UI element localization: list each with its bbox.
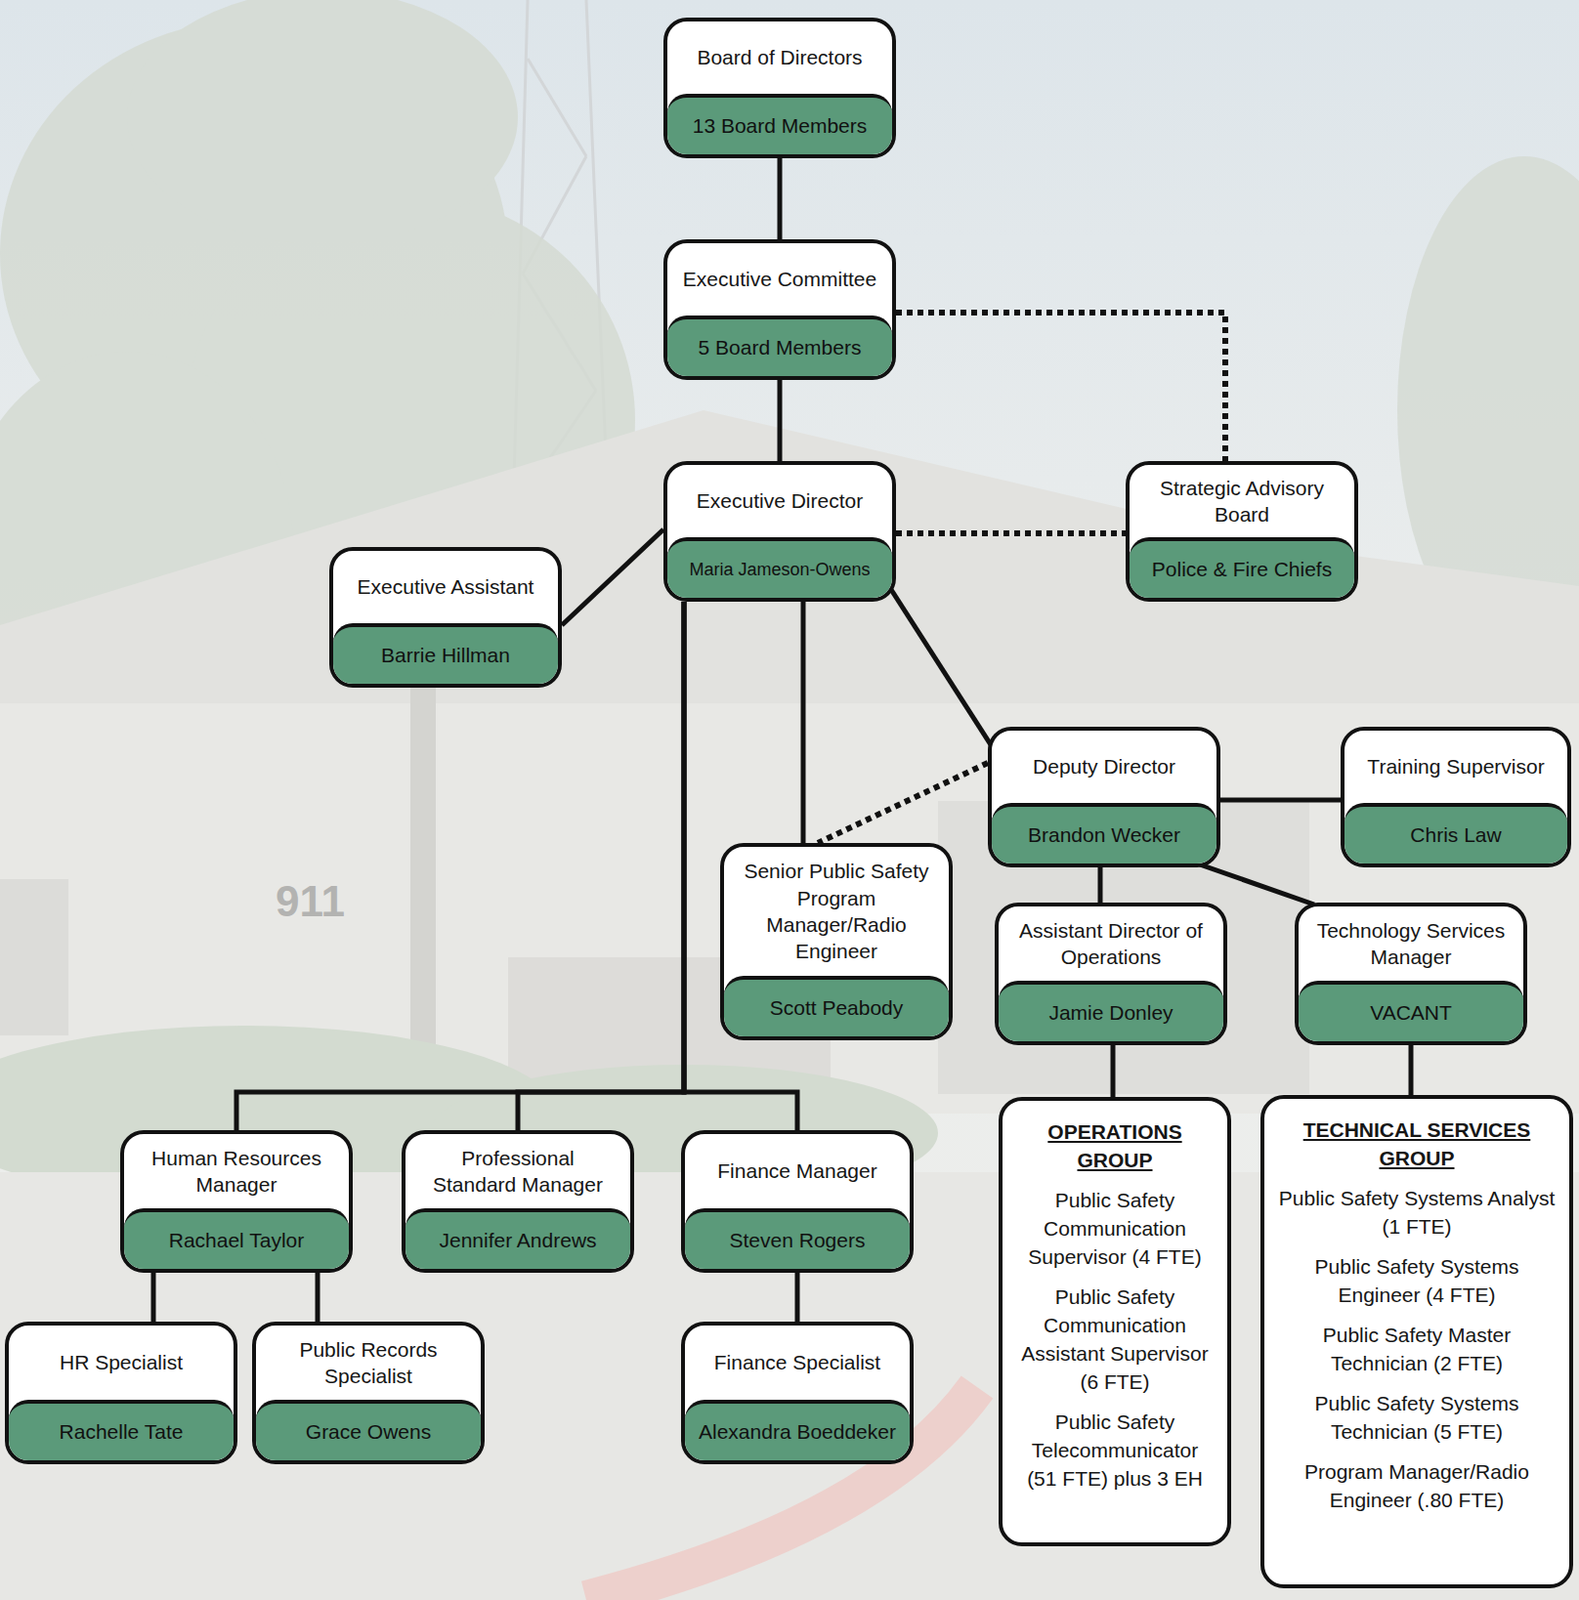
role-title: Executive Director xyxy=(667,465,893,538)
position-box: Executive Committee5 Board Members xyxy=(663,239,897,381)
person-name: Jamie Donley xyxy=(998,981,1224,1042)
reporting-line xyxy=(1110,1045,1116,1098)
reporting-line xyxy=(315,1273,321,1323)
position-box: Strategic Advisory BoardPolice & Fire Ch… xyxy=(1125,461,1359,602)
role-title: Technology Services Manager xyxy=(1298,906,1524,982)
group-box: TECHNICAL SERVICES GROUP Public Safety Sy… xyxy=(1260,1095,1574,1589)
role-title: Professional Standard Manager xyxy=(405,1134,631,1209)
person-name: Maria Jameson-Owens xyxy=(667,537,893,598)
person-name: 5 Board Members xyxy=(667,315,893,377)
reporting-line xyxy=(795,1273,801,1323)
group-item: Public Safety Communication Supervisor (… xyxy=(1016,1187,1214,1273)
reporting-line xyxy=(1408,1045,1414,1096)
person-name: Grace Owens xyxy=(256,1400,481,1461)
group-box: OPERATIONS GROUP Public Safety Communicat… xyxy=(998,1097,1232,1547)
position-box: Professional Standard ManagerJennifer An… xyxy=(401,1130,635,1274)
dotted-connector xyxy=(896,312,1226,462)
dotted-connector xyxy=(896,530,1126,537)
role-title: HR Specialist xyxy=(8,1325,234,1401)
window xyxy=(0,879,69,1036)
person-name: Rachael Taylor xyxy=(124,1208,349,1270)
person-name: Rachelle Tate xyxy=(8,1400,234,1461)
group-item: Public Safety Systems Engineer (4 FTE) xyxy=(1278,1253,1556,1311)
person-name: Scott Peabody xyxy=(724,976,949,1037)
position-box: Public Records SpecialistGrace Owens xyxy=(252,1322,485,1465)
role-title: Executive Assistant xyxy=(333,551,558,624)
position-box: Finance ManagerSteven Rogers xyxy=(681,1130,914,1274)
group-item: Public Safety Telecommunicator (51 FTE) … xyxy=(1016,1408,1214,1494)
person-name: Steven Rogers xyxy=(684,1208,910,1270)
role-title: Finance Manager xyxy=(684,1134,910,1209)
role-title: Deputy Director xyxy=(991,730,1217,804)
building-number: 911 xyxy=(275,877,345,927)
position-box: HR SpecialistRachelle Tate xyxy=(4,1322,238,1465)
tree-trunk xyxy=(410,683,436,1095)
position-box: Training SupervisorChris Law xyxy=(1340,726,1572,868)
group-heading: OPERATIONS GROUP xyxy=(1016,1118,1214,1176)
group-item: Public Safety Systems Technician (5 FTE) xyxy=(1278,1390,1556,1448)
reporting-line xyxy=(801,601,807,844)
roof xyxy=(0,410,1579,743)
person-name: Jennifer Andrews xyxy=(405,1208,631,1270)
reporting-line xyxy=(236,601,684,1131)
position-box: Deputy DirectorBrandon Wecker xyxy=(987,726,1221,868)
dotted-connector xyxy=(817,763,988,844)
curb xyxy=(586,1387,978,1600)
position-box: Technology Services ManagerVACANT xyxy=(1294,902,1528,1046)
role-title: Public Records Specialist xyxy=(256,1325,481,1401)
position-box: Finance SpecialistAlexandra Boeddeker xyxy=(681,1322,914,1465)
reporting-line xyxy=(561,529,664,626)
person-name: Alexandra Boeddeker xyxy=(684,1400,910,1461)
group-heading: TECHNICAL SERVICES GROUP xyxy=(1278,1116,1556,1174)
person-name: Brandon Wecker xyxy=(991,803,1217,864)
role-title: Board of Directors xyxy=(667,21,893,94)
role-title: Human Resources Manager xyxy=(124,1134,349,1209)
position-box: Executive DirectorMaria Jameson-Owens xyxy=(663,461,897,602)
person-name: Police & Fire Chiefs xyxy=(1129,537,1355,598)
role-title: Strategic Advisory Board xyxy=(1129,465,1355,538)
position-box: Human Resources ManagerRachael Taylor xyxy=(120,1130,353,1274)
reporting-line xyxy=(777,380,783,462)
person-name: 13 Board Members xyxy=(667,93,893,155)
person-name: VACANT xyxy=(1298,981,1524,1042)
position-box: Assistant Director of OperationsJamie Do… xyxy=(994,902,1228,1046)
group-item: Public Safety Master Technician (2 FTE) xyxy=(1278,1322,1556,1379)
role-title: Senior Public Safety Program Manager/Rad… xyxy=(724,847,949,977)
reporting-line xyxy=(777,158,783,240)
position-box: Senior Public Safety Program Manager/Rad… xyxy=(720,843,953,1041)
entrance xyxy=(938,801,1310,1095)
role-title: Executive Committee xyxy=(667,243,893,316)
position-box: Executive AssistantBarrie Hillman xyxy=(329,547,562,688)
role-title: Training Supervisor xyxy=(1344,730,1568,804)
tree xyxy=(0,0,1579,743)
role-title: Finance Specialist xyxy=(684,1325,910,1401)
reporting-line xyxy=(1220,798,1341,804)
person-name: Barrie Hillman xyxy=(333,623,558,684)
reporting-line xyxy=(1098,867,1104,903)
reporting-line xyxy=(890,588,992,747)
reporting-line xyxy=(1196,863,1315,905)
position-box: Board of Directors13 Board Members xyxy=(663,17,897,159)
person-name: Chris Law xyxy=(1344,803,1568,864)
group-item: Public Safety Communication Assistant Su… xyxy=(1016,1283,1214,1398)
reporting-line xyxy=(151,1273,157,1323)
group-item: Program Manager/Radio Engineer (.80 FTE) xyxy=(1278,1458,1556,1516)
role-title: Assistant Director of Operations xyxy=(998,906,1224,982)
group-item: Public Safety Systems Analyst (1 FTE) xyxy=(1278,1185,1556,1242)
